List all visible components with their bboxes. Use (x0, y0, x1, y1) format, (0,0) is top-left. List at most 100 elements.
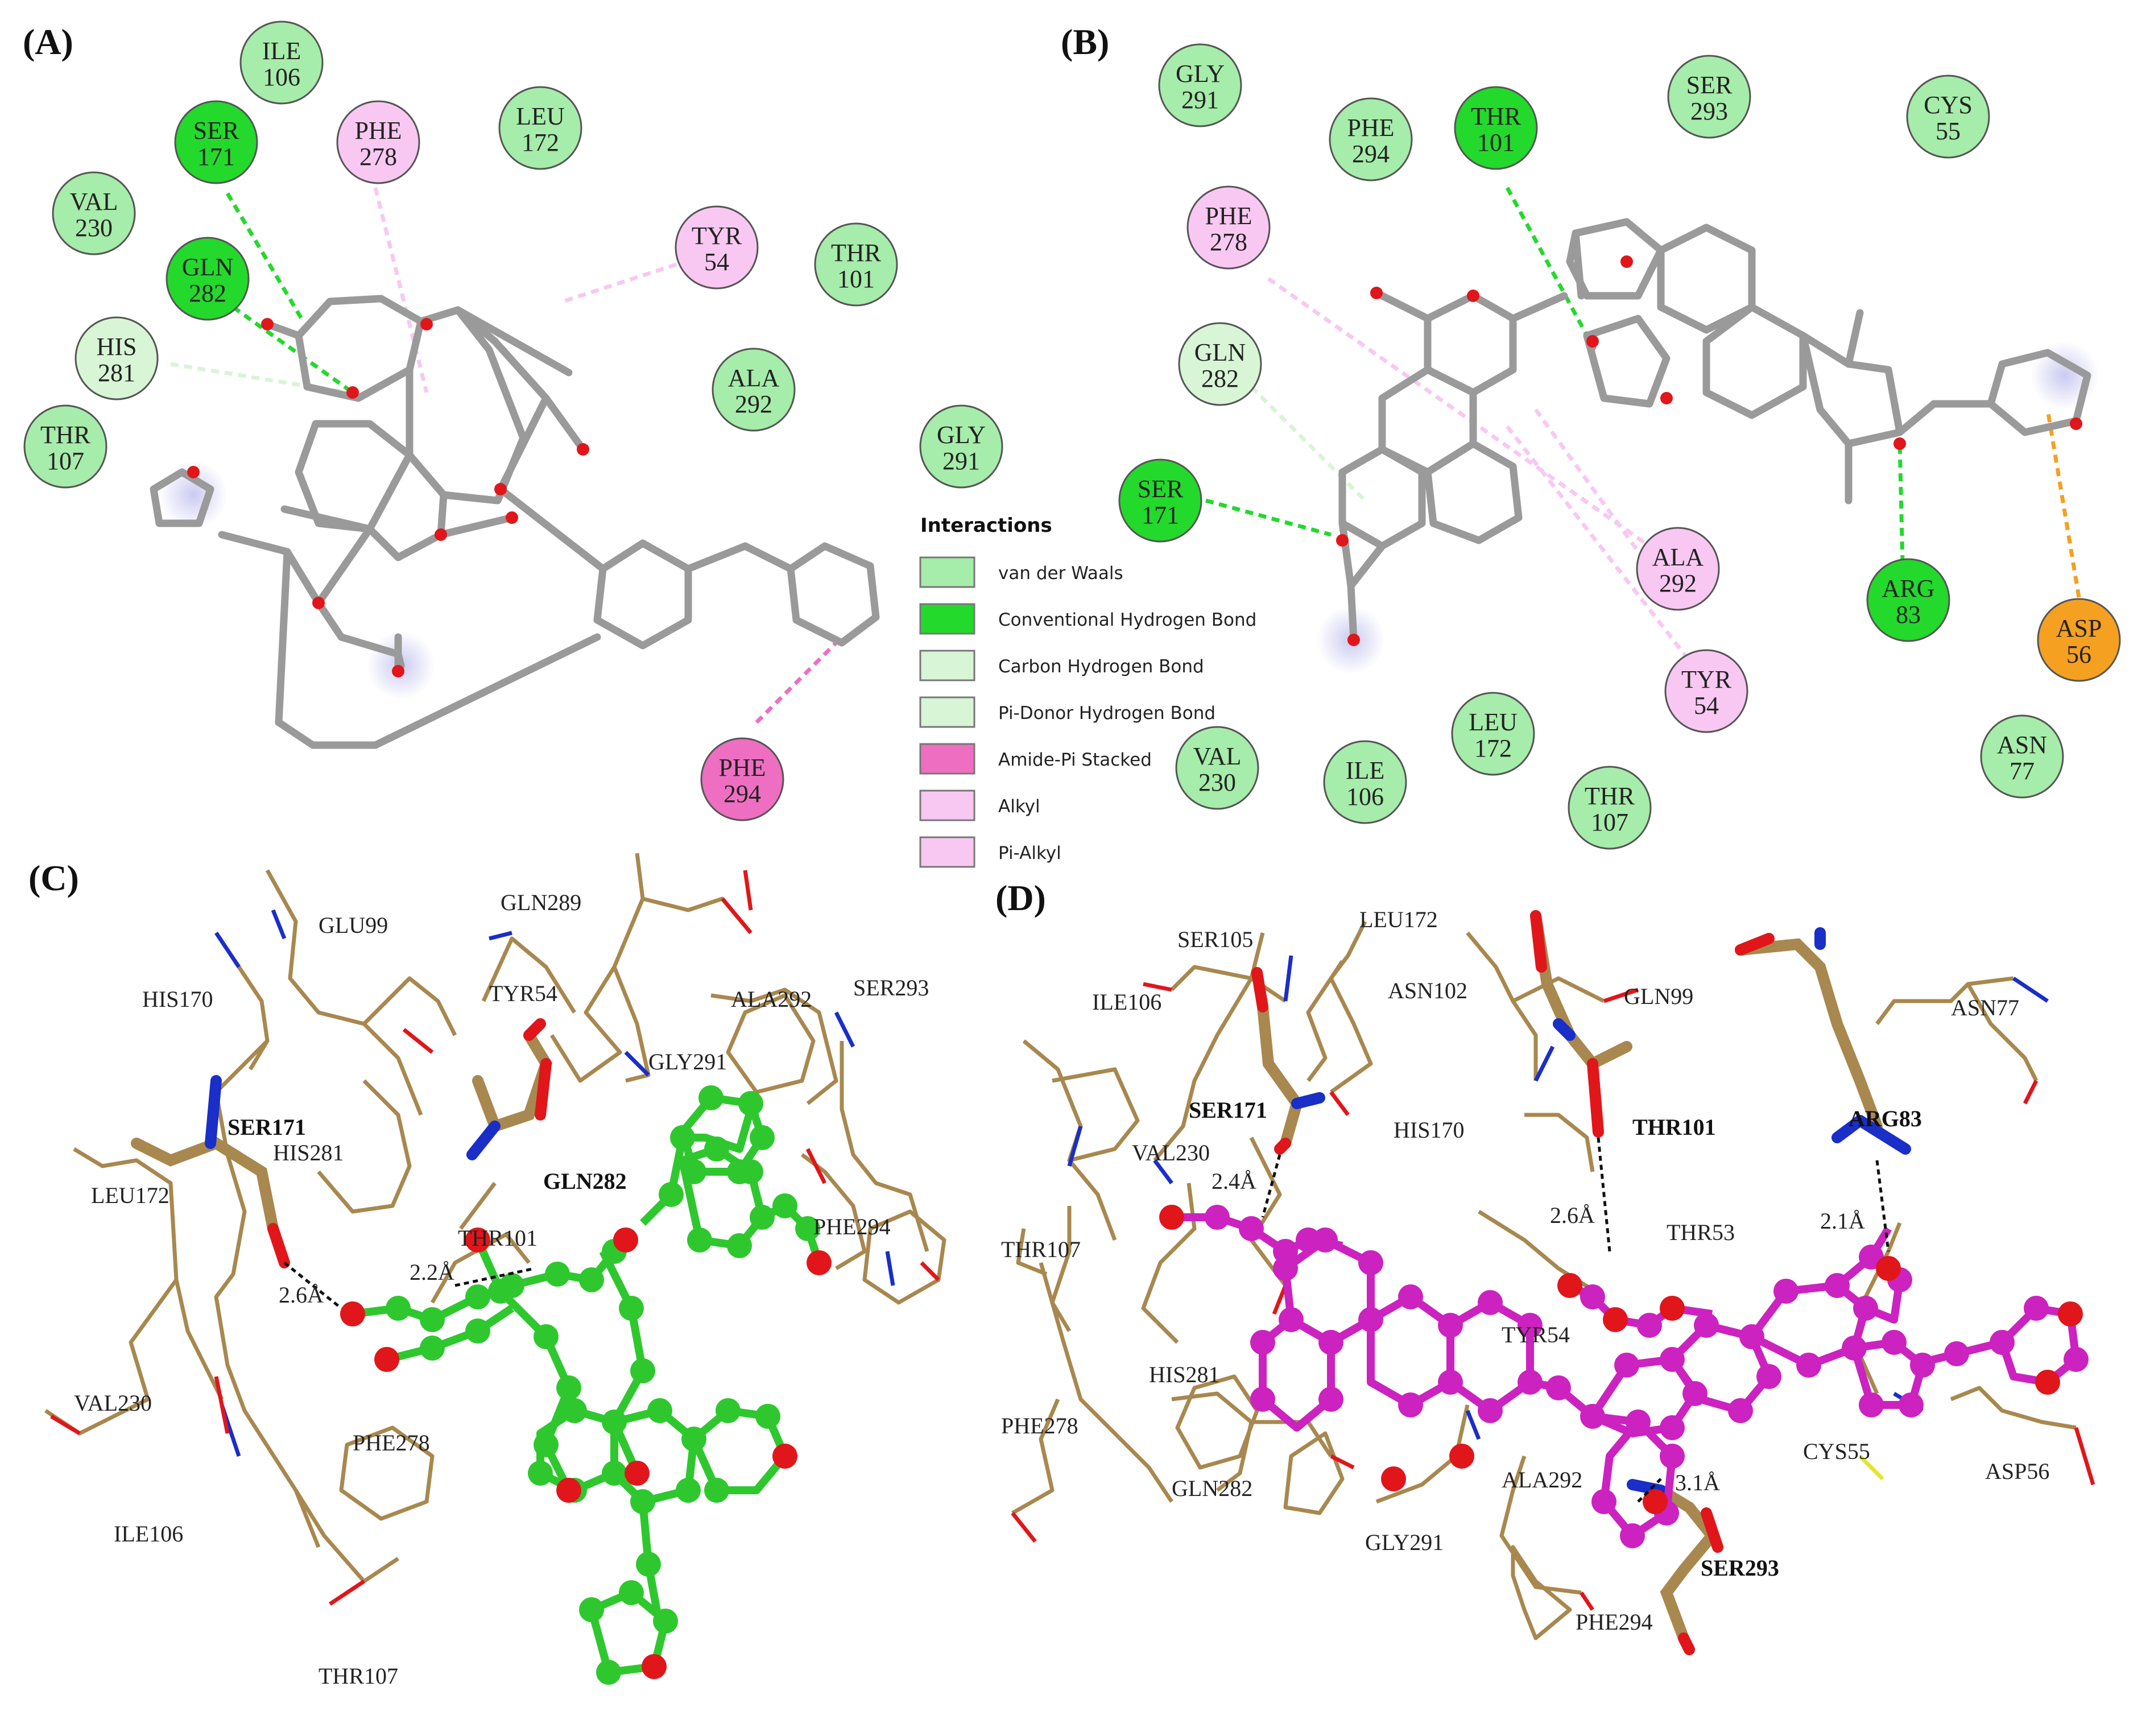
residue-bubble (1158, 43, 1242, 127)
panel-c-key-residues (131, 1018, 552, 1268)
residue-val-230: VAL230 (1175, 726, 1259, 810)
residue-label: SER293 (1701, 1555, 1779, 1581)
residue-name: LEU (1469, 708, 1518, 736)
alkyl-line (373, 187, 429, 393)
residue-phe-294: PHE294 (1329, 97, 1413, 181)
residue-name: PHE (718, 754, 766, 782)
alkyl-line (1534, 408, 1648, 565)
panel-d-ligand-atoms (1159, 1205, 2089, 1548)
residue-ala-292: ALA292 (712, 348, 796, 432)
residue-thr-101: THR101 (1454, 86, 1538, 170)
residue-name: TYR (1681, 666, 1732, 693)
hbond-line (1505, 187, 1589, 337)
panel-b-interaction-lines (1205, 187, 2081, 684)
residue-label: THR107 (1001, 1237, 1081, 1262)
legend-item: Pi-Donor Hydrogen Bond (919, 696, 1215, 728)
residue-val-230: VAL230 (52, 171, 136, 255)
residue-name: GLN (1194, 338, 1246, 366)
residue-cys-55: CYS55 (1906, 75, 1990, 159)
hbond-line (231, 305, 354, 394)
residue-number: 54 (704, 248, 729, 276)
residue-number: 292 (1659, 569, 1697, 597)
residue-bubble (1664, 649, 1748, 733)
distance-label: 2.6Å (1550, 1202, 1595, 1228)
panel-a-oxygens (187, 318, 589, 677)
panel-b-2d-diagram: GLY291SER293PHE294THR101CYS55PHE278GLN28… (1118, 43, 2121, 850)
residue-bubble (52, 171, 136, 255)
residue-bubble (2037, 598, 2121, 682)
residue-gly-291: GLY291 (1158, 43, 1242, 127)
residue-bubble (1178, 322, 1262, 406)
residue-number: 107 (1591, 808, 1628, 836)
residue-bubble (700, 737, 784, 821)
panel-b-residues: GLY291SER293PHE294THR101CYS55PHE278GLN28… (1118, 43, 2121, 850)
residue-name: THR (40, 421, 91, 449)
residue-bubble (1175, 726, 1259, 810)
hbond-dash (1597, 1137, 1611, 1252)
residue-number: 230 (75, 214, 113, 242)
residue-arg-83: ARG83 (1866, 558, 1950, 642)
residue-label: GLN99 (1624, 983, 1693, 1009)
panel-label-d: (D) (995, 878, 1046, 918)
residue-number: 294 (1352, 140, 1390, 168)
residue-name: ARG (1882, 574, 1935, 602)
residue-number: 77 (2010, 757, 2035, 785)
residue-number: 281 (98, 359, 135, 387)
legend-label: Carbon Hydrogen Bond (998, 656, 1204, 677)
residue-label: PHE294 (813, 1214, 891, 1239)
residue-label: TYR54 (489, 981, 557, 1006)
residue-label: SER171 (228, 1114, 306, 1140)
residue-label: THR107 (319, 1663, 398, 1689)
legend-label: Pi-Alkyl (998, 843, 1061, 863)
residue-label: PHE278 (353, 1430, 430, 1456)
residue-number: 278 (359, 143, 397, 171)
legend-swatch (919, 556, 975, 588)
residue-ile-106: ILE106 (239, 20, 324, 105)
residue-number: 282 (189, 279, 226, 307)
residue-label: GLN282 (543, 1168, 627, 1194)
residue-name: THR (1585, 782, 1635, 810)
residue-number: 56 (2066, 640, 2091, 668)
residue-thr-107: THR107 (1568, 766, 1652, 850)
residue-number: 171 (1142, 501, 1179, 529)
residue-label: THR53 (1667, 1220, 1735, 1245)
panel-d-3d-pose: LEU172SER105ASN102GLN99ASN77ILE106SER171… (1001, 907, 2095, 1655)
residue-bubble (1329, 97, 1413, 181)
residue-number: 293 (1690, 97, 1728, 125)
residue-label: GLN289 (501, 890, 581, 915)
residue-label: ASP56 (1985, 1458, 2049, 1484)
distance-label: 2.2Å (410, 1259, 454, 1285)
residue-label: ARG83 (1849, 1106, 1922, 1131)
residue-name: PHE (354, 117, 402, 144)
residue-name: HIS (97, 333, 137, 361)
residue-ala-292: ALA292 (1636, 527, 1720, 611)
residue-number: 171 (197, 143, 235, 171)
residue-name: VAL (1193, 742, 1242, 770)
residue-gly-291: GLY291 (919, 404, 1003, 489)
residue-label: LEU172 (91, 1183, 169, 1208)
residue-label: HIS281 (1149, 1362, 1219, 1387)
panel-d-hbonds (1261, 1137, 1890, 1503)
residue-name: TYR (692, 222, 742, 250)
residue-label: ILE106 (1092, 989, 1161, 1015)
residue-label: SER105 (1177, 927, 1253, 952)
residue-name: PHE (1205, 202, 1252, 230)
residue-name: ASN (1997, 731, 2047, 759)
residue-name: ASP (2056, 614, 2102, 642)
residue-name: THR (831, 239, 882, 267)
legend-label: van der Waals (998, 563, 1123, 584)
residue-bubble (1186, 185, 1271, 270)
alkyl-line (1267, 277, 1651, 548)
hbond-dash (283, 1262, 342, 1309)
panel-b-oxygens (1336, 255, 2082, 646)
residue-bubble (1636, 527, 1720, 611)
residue-number: 291 (1181, 86, 1219, 114)
residue-ser-171: SER171 (1118, 458, 1202, 543)
residue-number: 278 (1210, 228, 1247, 256)
residue-gln-282: GLN282 (166, 237, 250, 321)
